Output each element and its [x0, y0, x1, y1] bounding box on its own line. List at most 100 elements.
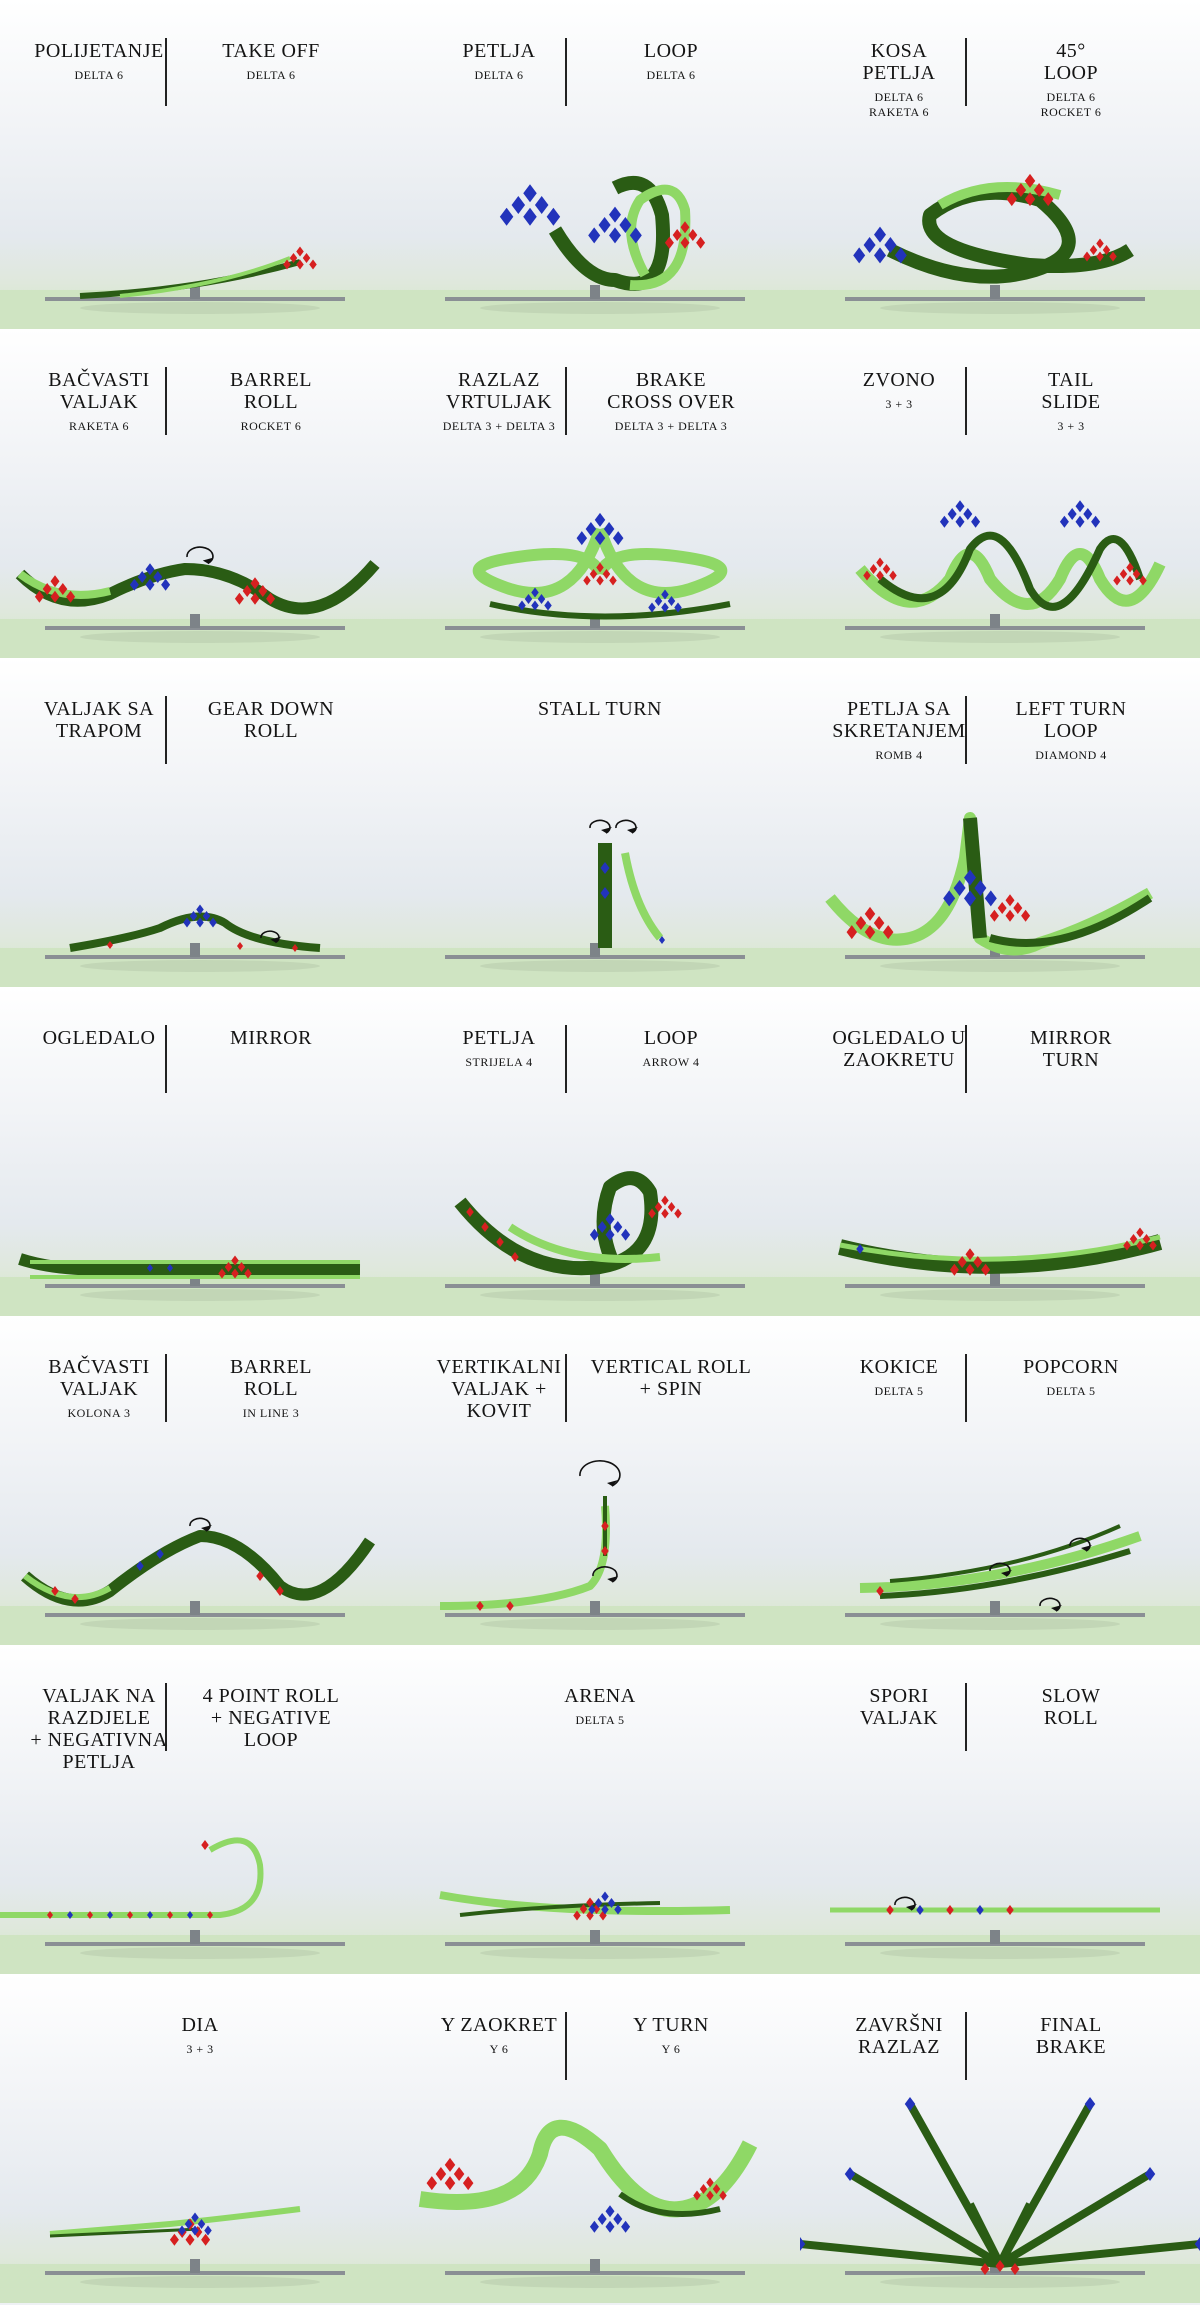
burst-ribbon	[999, 2240, 1200, 2268]
figure-illustration	[0, 1253, 400, 1316]
figure-illustration	[0, 904, 400, 987]
croatian-formation: RAKETA 6	[68, 419, 130, 433]
red-diamond-formation	[1113, 562, 1147, 586]
blue-diamond-formation	[183, 904, 217, 928]
blue-diamond-formation	[943, 869, 997, 907]
figure-illustration	[400, 1891, 800, 1974]
smoke-ribbon	[859, 1531, 1142, 1593]
label-divider	[165, 367, 167, 435]
smoke-ribbon	[454, 1171, 659, 1276]
figure-illustration	[0, 1837, 400, 1974]
blue-diamond-formation	[588, 206, 642, 244]
roll-arrow-icon	[260, 930, 282, 944]
english-label: SLOW ROLL	[986, 1685, 1156, 1729]
runway-marker	[590, 943, 600, 957]
english-title: BARREL ROLL	[230, 369, 312, 413]
runway-marker	[990, 1601, 1000, 1615]
croatian-formation: DELTA 6 RAKETA 6	[868, 90, 930, 119]
label-divider	[565, 1025, 567, 1093]
english-formation: ARROW 4	[642, 1055, 700, 1069]
croatian-title: RAZLAZ VRTULJAK	[445, 369, 553, 413]
figure-illustration	[0, 2206, 400, 2303]
english-title: 4 POINT ROLL + NEGATIVE LOOP	[202, 1685, 340, 1751]
english-formation: DELTA 5	[1046, 1384, 1096, 1398]
english-formation: Y 6	[661, 2042, 681, 2056]
roll-arrow-icon	[1069, 1537, 1092, 1552]
turn-arrow-icon	[589, 819, 612, 834]
figure-illustration	[0, 246, 400, 329]
blue-diamond-formation	[589, 1213, 631, 1241]
english-formation: DELTA 3 + DELTA 3	[614, 419, 728, 433]
english-label: VERTICAL ROLL + SPIN	[586, 1356, 756, 1400]
red-diamond-formation	[218, 1255, 252, 1279]
red-diamond-formation	[426, 2157, 474, 2191]
label-divider	[565, 367, 567, 435]
runway-marker	[590, 1601, 600, 1615]
blue-diamond-formation	[589, 2205, 631, 2233]
croatian-title: ZVONO	[862, 369, 936, 391]
english-title: LOOP	[643, 1027, 699, 1049]
english-formation: DELTA 6	[646, 68, 696, 82]
figure-illustration	[400, 1460, 800, 1645]
croatian-formation: STRIJELA 4	[465, 1055, 533, 1069]
croatian-title: VALJAK NA RAZDJELE + NEGATIVNA PETLJA	[30, 1685, 168, 1773]
roll-arrow-icon	[1039, 1597, 1062, 1612]
english-label: MIRROR TURN	[986, 1027, 1156, 1071]
red-diamond-formation	[863, 557, 897, 581]
red-diamond-formation	[1123, 1227, 1157, 1251]
label-divider	[165, 1683, 167, 1751]
red-diamond-formation	[283, 246, 317, 270]
blue-diamond-formation	[939, 500, 981, 528]
english-formation: IN LINE 3	[242, 1406, 300, 1420]
label-divider	[165, 1354, 167, 1422]
smoke-ribbon	[418, 2119, 758, 2218]
blue-diamond-formation	[499, 184, 561, 226]
runway-marker	[190, 285, 200, 299]
smoke-ribbon	[439, 1505, 610, 1610]
figure-card-stall-turn: STALL TURN	[400, 658, 800, 987]
red-diamond-formation	[1006, 173, 1054, 207]
figure-illustration	[400, 1171, 800, 1316]
smoke-ribbon	[626, 184, 691, 291]
english-title: VERTICAL ROLL + SPIN	[590, 1356, 752, 1400]
figure-illustration	[800, 2097, 1200, 2303]
smoke-ribbon	[988, 894, 1153, 947]
red-diamond-formation	[876, 1586, 884, 1596]
figure-label: STALL TURN	[490, 698, 710, 720]
red-diamond-formation	[47, 1911, 213, 1919]
smoke-ribbon	[15, 560, 380, 615]
red-diamond-formation	[1083, 238, 1117, 262]
smoke-ribbon	[69, 912, 321, 952]
english-formation: DELTA 6 ROCKET 6	[1040, 90, 1102, 119]
english-title: POPCORN	[1023, 1356, 1119, 1378]
figure-title: STALL TURN	[538, 698, 662, 720]
croatian-title: VALJAK SA TRAPOM	[43, 698, 155, 742]
smoke-ribbon	[838, 1234, 1163, 1274]
red-diamond-formation	[466, 1207, 519, 1262]
english-title: SLOW ROLL	[1041, 1685, 1101, 1729]
blue-diamond-formation	[518, 587, 552, 611]
roll-arrow-icon	[894, 1896, 917, 1911]
blue-diamond-formation	[67, 1911, 193, 1919]
figure-illustration	[800, 1227, 1200, 1316]
figure-illustration	[400, 2119, 800, 2303]
spin-arrow-icon	[579, 1460, 621, 1487]
croatian-formation: 3 + 3	[885, 397, 913, 411]
runway-marker	[990, 1272, 1000, 1286]
red-diamond-formation	[201, 1840, 209, 1850]
